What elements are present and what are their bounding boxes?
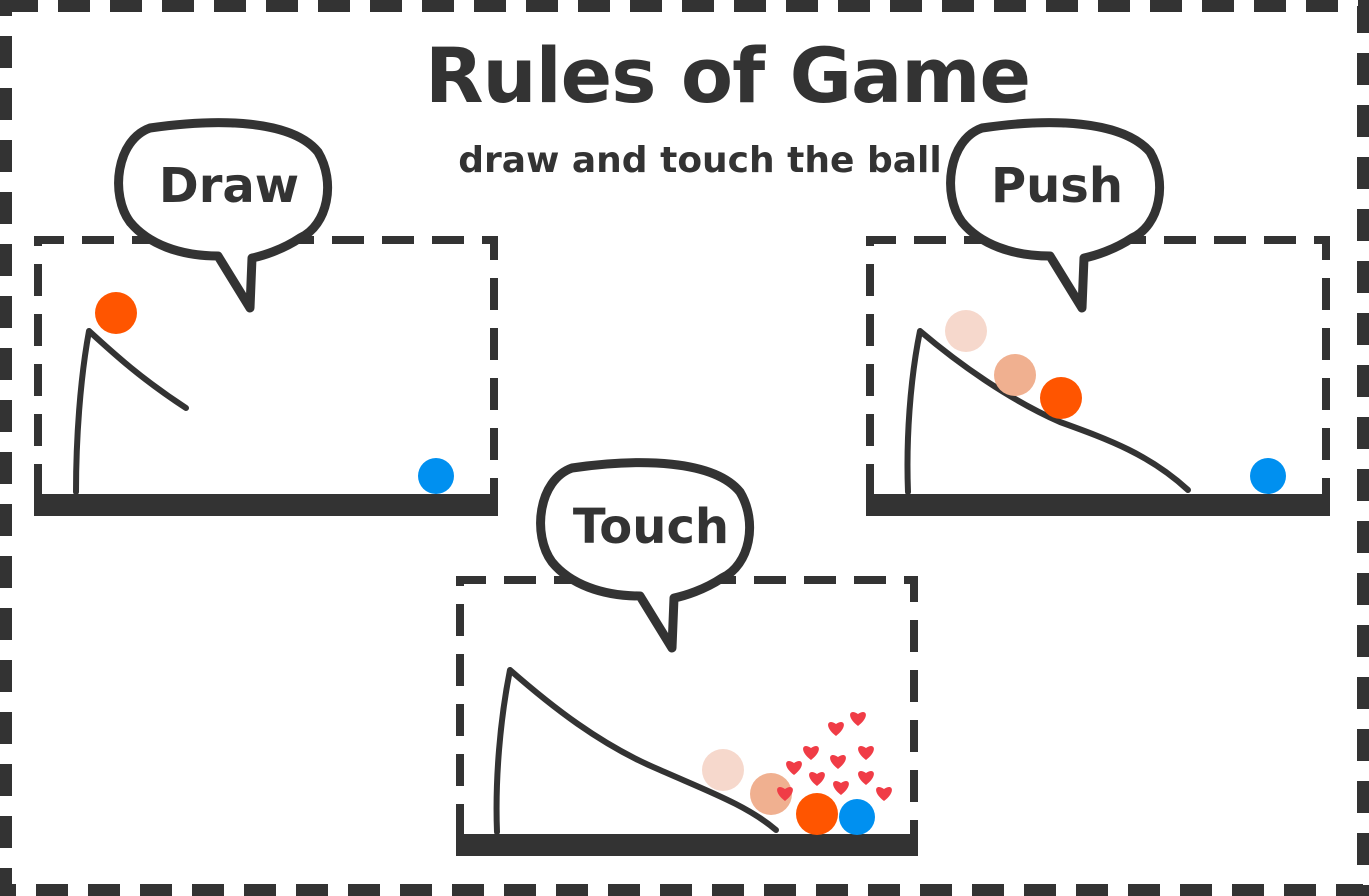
draw-blue-ball — [418, 458, 454, 494]
panel-touch-dashed-border — [456, 576, 918, 836]
step-label-draw: Draw — [158, 158, 300, 214]
touch-ball-trail-2 — [750, 773, 792, 815]
touch-hearts — [777, 712, 892, 801]
touch-blue-ball — [839, 799, 875, 835]
push-speech-bubble — [946, 118, 1165, 313]
page-title: Rules of Game — [424, 31, 1031, 120]
step-label-touch: Touch — [572, 499, 730, 555]
step-label-push: Push — [990, 158, 1124, 214]
panel-draw-dashed-border — [34, 236, 498, 496]
draw-speech-bubble — [114, 118, 333, 313]
panel-touch-ground — [456, 834, 918, 856]
push-ball-trail-1 — [945, 310, 987, 352]
page-subtitle: draw and touch the ball — [458, 140, 942, 181]
push-drawn-line — [904, 328, 1191, 495]
heart-icon — [803, 746, 819, 760]
panel-draw-ground — [34, 494, 498, 516]
panel-push-dashed-border — [866, 236, 1330, 496]
heart-icon — [828, 722, 844, 736]
heart-icon — [833, 781, 849, 795]
heart-icon — [777, 787, 793, 801]
panel-push-ground — [866, 494, 1330, 516]
push-blue-ball — [1250, 458, 1286, 494]
draw-drawn-line — [73, 328, 189, 495]
touch-red-ball — [796, 793, 838, 835]
heart-icon — [850, 712, 866, 726]
touch-ball-trail-1 — [702, 749, 744, 791]
panel-touch — [456, 458, 918, 856]
heart-icon — [830, 755, 846, 769]
heart-icon — [809, 772, 825, 786]
panel-push — [866, 118, 1330, 516]
panel-draw — [34, 118, 498, 516]
draw-red-ball — [95, 292, 137, 334]
heart-icon — [786, 761, 802, 775]
heart-icon — [858, 771, 874, 785]
touch-speech-bubble — [536, 458, 755, 653]
push-ball-trail-2 — [994, 354, 1036, 396]
heart-icon — [858, 746, 874, 760]
push-red-ball — [1040, 377, 1082, 419]
touch-drawn-line — [493, 667, 779, 835]
heart-icon — [876, 787, 892, 801]
